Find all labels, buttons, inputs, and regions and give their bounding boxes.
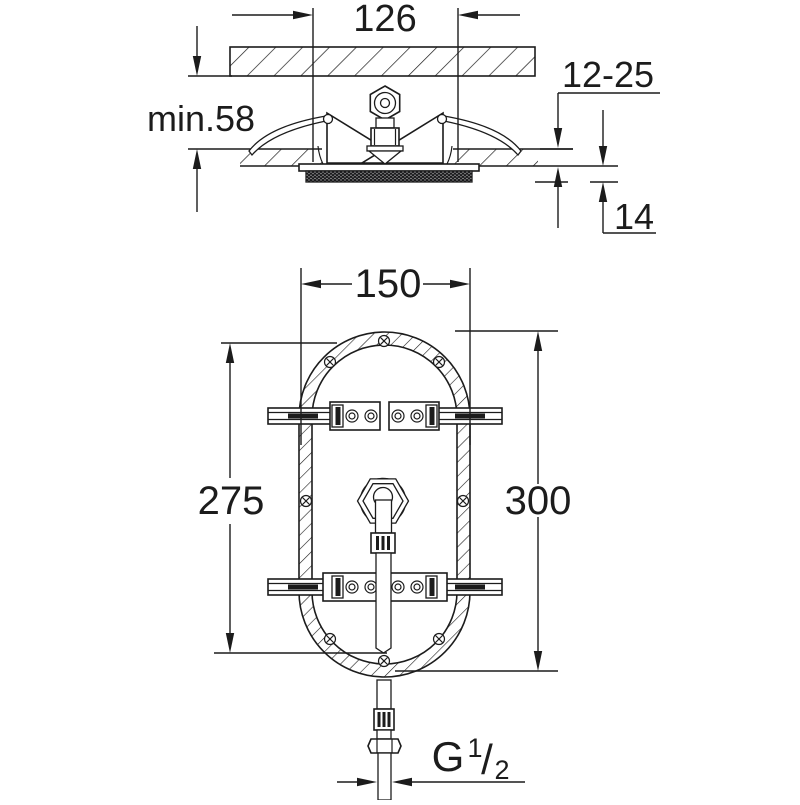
right-clip-leg: [446, 145, 453, 165]
dim-label-275: 275: [198, 479, 265, 523]
plate-flange: [298, 163, 480, 172]
rim-screws: [299, 334, 470, 668]
dim-label-126: 126: [353, 0, 416, 40]
screw: [377, 334, 391, 348]
dim-label-150: 150: [355, 262, 422, 306]
screw: [323, 632, 337, 646]
hex-nut-center: [379, 97, 391, 109]
adjuster-flange: [366, 145, 404, 152]
dim-g-half: G 1 / 2: [337, 733, 525, 787]
thread-label-g: G: [432, 733, 465, 780]
plan-view: 150 275 300 G 1: [198, 262, 572, 801]
hex-nut-side: [367, 738, 402, 754]
pipe-lower: [375, 552, 392, 654]
dim-126: 126: [232, 0, 520, 162]
dim-14: 14: [535, 110, 656, 237]
dim-label-min58: min.58: [147, 98, 255, 139]
supply-pipe-inner: [370, 499, 396, 654]
dim-275: 275: [198, 342, 387, 654]
dim-label-14: 14: [614, 196, 654, 237]
side-view: 126 min.58 12-25: [147, 0, 660, 237]
screw: [299, 494, 313, 508]
dim-300: 300: [395, 330, 572, 672]
shower-head-plate: [298, 163, 480, 183]
thread-numerator: 1: [467, 733, 482, 763]
dim-12-25: 12-25: [540, 54, 660, 228]
dim-min58: min.58: [147, 26, 255, 212]
knurled-adjuster: [370, 127, 400, 147]
left-clip-leg: [317, 145, 324, 165]
pipe-segment: [376, 679, 392, 710]
screw: [432, 632, 446, 646]
panel-left-hatched: [240, 149, 322, 166]
screw: [323, 355, 337, 369]
pipe-end: [377, 752, 392, 801]
connector-cone: [367, 150, 403, 165]
left-pivot-screw: [322, 113, 334, 125]
right-pivot-screw: [436, 113, 448, 125]
suspended-panel: [188, 148, 618, 167]
supply-connector: [366, 85, 404, 165]
ceiling-slab-hatched: [229, 46, 536, 77]
connector-neck: [375, 117, 395, 129]
pipe-segment: [376, 729, 392, 740]
screw: [377, 654, 391, 668]
rail-screws: [345, 580, 424, 594]
supply-pipe-outlet: [367, 679, 402, 801]
dim-150: 150: [300, 262, 471, 445]
thread-slash: /: [481, 736, 493, 783]
thread-denominator: 2: [494, 755, 509, 785]
pipe-upper: [374, 499, 393, 534]
screw: [456, 494, 470, 508]
dim-label-300: 300: [505, 479, 572, 523]
rail-screws: [345, 409, 424, 423]
dim-label-12-25: 12-25: [562, 54, 654, 95]
spray-face: [305, 170, 473, 183]
screw: [432, 355, 446, 369]
